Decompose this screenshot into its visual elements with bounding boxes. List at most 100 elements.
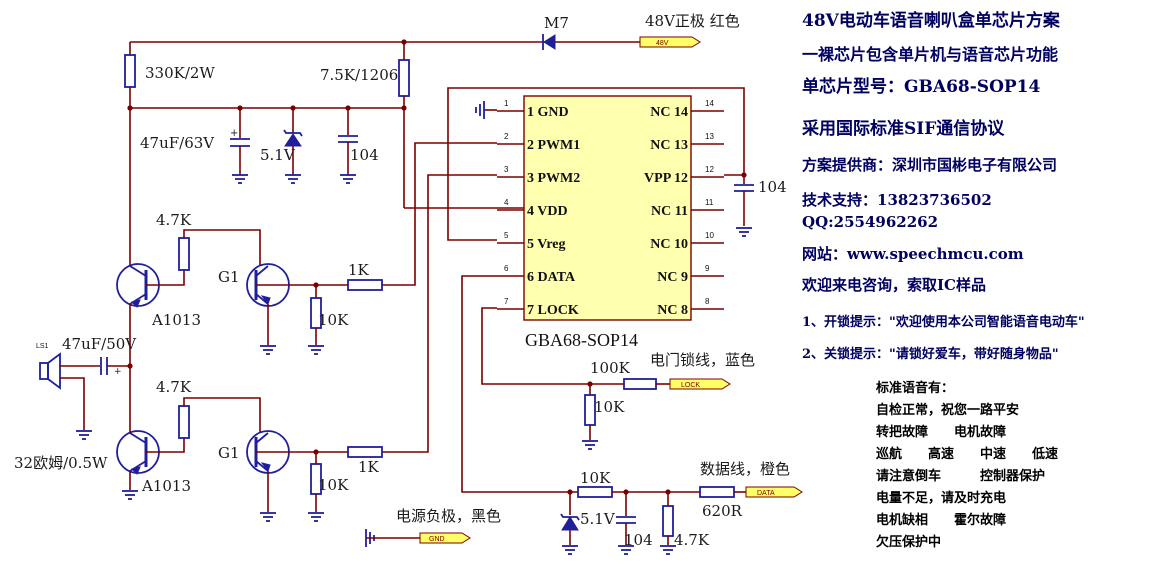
chip-pin-right-10: 10 NC 10: [650, 231, 724, 252]
lock-wire-label: 电门锁线，蓝色: [650, 351, 755, 369]
chip-pin-label: 3 PWM2: [527, 171, 580, 186]
std-voice-line: 电量不足，请及时充电: [876, 490, 1006, 506]
gnd-net-tag: GND 电源负极，黑色: [365, 507, 501, 547]
pwm-wiring: [382, 142, 497, 453]
v48-net-tag: 48V 48V正极 红色: [639, 12, 740, 48]
chip-pin-right-8: 8 NC 8: [657, 297, 724, 318]
chip-pin-number: 3: [504, 165, 509, 174]
q-a1013-upper-label: A1013: [151, 311, 201, 329]
info-line6: QQ:2554962262: [802, 213, 938, 231]
chip-pin-number: 10: [705, 231, 714, 240]
chip-pin-right-9: 9 NC 9: [657, 264, 724, 285]
diode-m7-label: M7: [544, 14, 569, 32]
chip-pin-number: 11: [705, 198, 714, 207]
std-title: 标准语音有：: [875, 380, 954, 396]
v48-tag-text: 48V: [656, 40, 669, 47]
chip-pin-number: 1: [504, 99, 509, 108]
chip-pin-right-11: 11 NC 11: [651, 198, 724, 219]
data-tag-text: DATA: [757, 490, 775, 497]
info-line4: 方案提供商：深圳市国彬电子有限公司: [802, 156, 1057, 174]
chip-pin-label: 7 LOCK: [527, 303, 579, 318]
chip-pin-number: 2: [504, 132, 509, 141]
capacitor-47uf-63v: + 47uF/63V: [140, 108, 250, 175]
r-47k-lower-label: 4.7K: [156, 378, 192, 396]
info-line5: 技术支持：13823736502: [802, 191, 992, 209]
chip-pin-label: NC 10: [650, 237, 688, 252]
r-620r-label: 620R: [702, 502, 743, 520]
chip-pin-left-4: 44 VDD: [497, 198, 568, 219]
chip-pin-label: 5 Vreg: [527, 237, 566, 252]
q-a1013-lower-label: A1013: [141, 477, 191, 495]
speaker-ls1: LS1 + 47uF/50V 32欧姆/0.5W: [14, 335, 137, 472]
chip-pin-number: 14: [705, 99, 714, 108]
chip-pin-label: VPP 12: [644, 171, 688, 186]
chip-pin-number: 5: [504, 231, 509, 240]
chip-pin-left-3: 3 3 PWM2: [497, 165, 580, 186]
lock-tag-text: LOCK: [681, 382, 700, 389]
chip-pin-label: NC 13: [650, 138, 688, 153]
vpp-wiring: 104: [447, 87, 787, 241]
capacitor-104-bottom-label: 104: [624, 531, 653, 549]
gnd-wire-label: 电源负极，黑色: [396, 507, 501, 525]
ground-top-group: [232, 174, 356, 184]
info-line1: 一裸芯片包含单片机与语音芯片功能: [802, 45, 1058, 64]
std-voice-line: 欠压保护中: [876, 534, 941, 550]
chip-ground: [475, 101, 497, 119]
chip-pin-label: 6 DATA: [527, 270, 576, 285]
zener-top: 5.1V: [260, 108, 303, 175]
v48-wire-label: 48V正极 红色: [645, 12, 740, 30]
r-1k-lower-label: 1K: [358, 458, 380, 476]
zener-top-label: 5.1V: [260, 146, 296, 164]
chip-pin-right-14: 14 NC 14: [650, 99, 724, 120]
capacitor-104-top: 104: [338, 108, 379, 175]
chip-pin-left-2: 2 2 PWM1: [497, 132, 580, 153]
r-10k-lock-label: 10K: [594, 398, 625, 416]
lock-wiring: 100K 10K LOCK 电门锁线，蓝色: [481, 307, 755, 450]
r-47k-upper-label: 4.7K: [156, 211, 192, 229]
info-panel: 48V电动车语音喇叭盒单芯片方案 一裸芯片包含单片机与语音芯片功能 单芯片型号：…: [801, 10, 1085, 550]
zener-bottom-label: 5.1V: [580, 510, 616, 528]
info-prompt1: 1、开锁提示："欢迎使用本公司智能语音电动车": [802, 314, 1085, 330]
info-line2: 单芯片型号：GBA68-SOP14: [802, 76, 1040, 97]
chip-pin-label: 4 VDD: [527, 204, 568, 219]
svg-text:+: +: [114, 367, 122, 377]
info-line3: 采用国际标准SIF通信协议: [801, 118, 1005, 139]
gnd-tag-text: GND: [429, 536, 445, 543]
chip-pin-label: NC 9: [657, 270, 688, 285]
chip-pin-left-6: 66 DATA: [497, 264, 576, 285]
info-line8: 欢迎来电咨询，索取IC样品: [801, 276, 986, 294]
chip-pin-label: 1 GND: [527, 105, 569, 120]
r-10k-lower-label: 10K: [318, 476, 349, 494]
chip-pin-number: 12: [705, 165, 714, 174]
std-voice-line: 转把故障 电机故障: [876, 424, 1006, 440]
chip-pin-label: 2 PWM1: [527, 138, 580, 153]
chip-pin-right-13: 13 NC 13: [650, 132, 724, 153]
chip-name: GBA68-SOP14: [525, 330, 638, 350]
std-voice-line: 巡航 高速 中速 低速: [876, 446, 1058, 462]
data-wiring: 10K 620R 5.1V 104 4.7K DATA 数据线，橙色: [461, 275, 803, 555]
info-line7: 网站：www.speechmcu.com: [802, 245, 1024, 263]
chip-pin-label: NC 14: [650, 105, 688, 120]
chip-pin-number: 13: [705, 132, 714, 141]
r-10k-upper-label: 10K: [318, 311, 349, 329]
chip-pin-number: 9: [705, 264, 710, 273]
info-title: 48V电动车语音喇叭盒单芯片方案: [802, 10, 1061, 31]
chip-pin-label: NC 11: [651, 204, 688, 219]
chip-pin-label: NC 8: [657, 303, 688, 318]
diode-m7: M7: [542, 14, 569, 50]
std-voice-line: 请注意倒车 控制器保护: [876, 468, 1045, 484]
chip-pin-left-1: 1 1 GND: [497, 99, 569, 120]
speaker-rating-label: 32欧姆/0.5W: [14, 454, 108, 472]
chip-pin-left-5: 5 5 Vreg: [497, 231, 566, 252]
speaker-label: LS1: [36, 343, 49, 350]
upper-driver: A1013 4.7K G1 1K 10K: [116, 211, 383, 418]
chip-pin-number: 8: [705, 297, 710, 306]
resistor-330k-label: 330K/2W: [145, 64, 215, 82]
r-1k-upper-label: 1K: [348, 261, 370, 279]
r-10k-data-label: 10K: [580, 469, 611, 487]
supply-rail: [127, 105, 407, 265]
